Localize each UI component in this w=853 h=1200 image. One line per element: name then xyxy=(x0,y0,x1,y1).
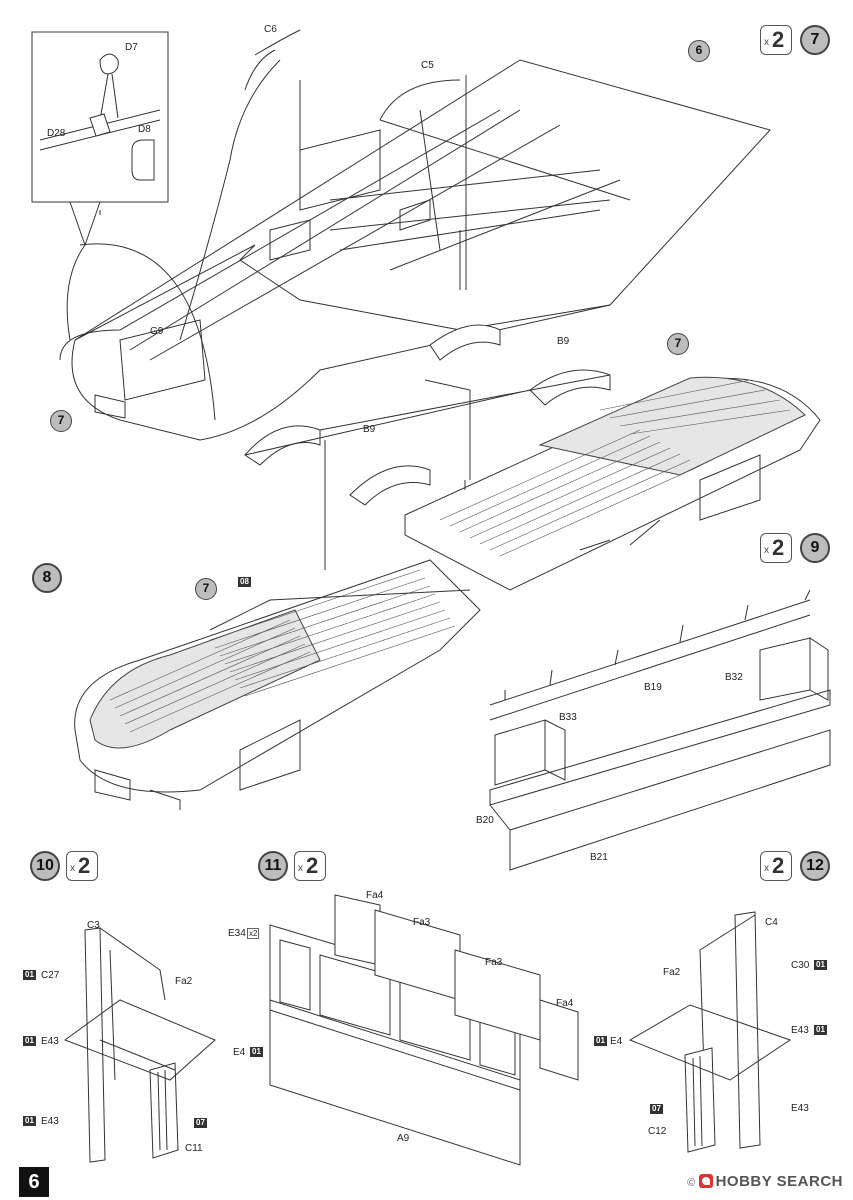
sprue-tag: 01 xyxy=(23,970,36,980)
sprue-tag: 01 xyxy=(814,960,827,970)
step-7-number: 7 xyxy=(800,25,830,55)
watermark-text: HOBBY SEARCH xyxy=(715,1173,843,1190)
part-multiplier: x2 xyxy=(247,928,260,939)
sprue-tag: 07 xyxy=(650,1104,663,1114)
hobby-search-logo-icon xyxy=(698,1174,713,1188)
ref-step-7: 7 xyxy=(667,333,689,355)
step-12-number: 12 xyxy=(800,851,830,881)
part-label: E43 xyxy=(41,1036,59,1047)
part-label: E43 xyxy=(791,1103,809,1114)
step-8-number: 8 xyxy=(32,563,62,593)
part-label: B19 xyxy=(644,682,662,693)
part-label: E4 xyxy=(610,1036,623,1047)
part-label: Fa3 xyxy=(413,917,431,928)
watermark: © HOBBY SEARCH xyxy=(687,1173,843,1190)
page-number: 6 xyxy=(19,1167,49,1197)
sprue-tag: 08 xyxy=(238,577,251,587)
part-label: E43 xyxy=(41,1116,59,1127)
sprue-tag: 07 xyxy=(194,1118,207,1128)
part-label: C11 xyxy=(185,1143,203,1154)
part-label: B9 xyxy=(557,336,570,347)
part-label: Fa2 xyxy=(663,967,681,978)
sprue-tag: 01 xyxy=(594,1036,607,1046)
part-label: A9 xyxy=(397,1133,410,1144)
ref-step-7: 7 xyxy=(195,578,217,600)
part-label: B32 xyxy=(725,672,743,683)
part-label: C4 xyxy=(765,917,778,928)
part-label: B20 xyxy=(476,815,494,826)
part-label: B9 xyxy=(363,424,376,435)
part-label: Fa2 xyxy=(175,976,193,987)
part-label: E43 xyxy=(791,1025,809,1036)
sprue-tag: 01 xyxy=(23,1036,36,1046)
part-label: C3 xyxy=(87,920,100,931)
step-10-number: 10 xyxy=(30,851,60,881)
part-label: B21 xyxy=(590,852,608,863)
sprue-tag: 01 xyxy=(250,1047,263,1057)
part-label: Fa4 xyxy=(366,890,384,901)
part-label: E34 xyxy=(228,928,246,939)
ref-step-6: 6 xyxy=(688,40,710,62)
step-11-number: 11 xyxy=(258,851,288,881)
sprue-tag: 01 xyxy=(814,1025,827,1035)
copyright-mark: © xyxy=(686,1177,696,1189)
part-label: Fa4 xyxy=(556,998,574,1009)
ref-step-7: 7 xyxy=(50,410,72,432)
step-9-number: 9 xyxy=(800,533,830,563)
part-label: D7 xyxy=(125,42,138,53)
part-label: D8 xyxy=(138,124,151,135)
part-label: G9 xyxy=(150,326,164,337)
part-label: Fa3 xyxy=(485,957,503,968)
part-label: C12 xyxy=(648,1126,667,1137)
part-label: D28 xyxy=(47,128,66,139)
part-label: B33 xyxy=(559,712,577,723)
part-label: C5 xyxy=(421,60,434,71)
part-label: C27 xyxy=(41,970,60,981)
part-label: E4 xyxy=(233,1047,246,1058)
sprue-tag: 01 xyxy=(23,1116,36,1126)
part-label: C30 xyxy=(791,960,810,971)
part-label: C6 xyxy=(264,24,277,35)
